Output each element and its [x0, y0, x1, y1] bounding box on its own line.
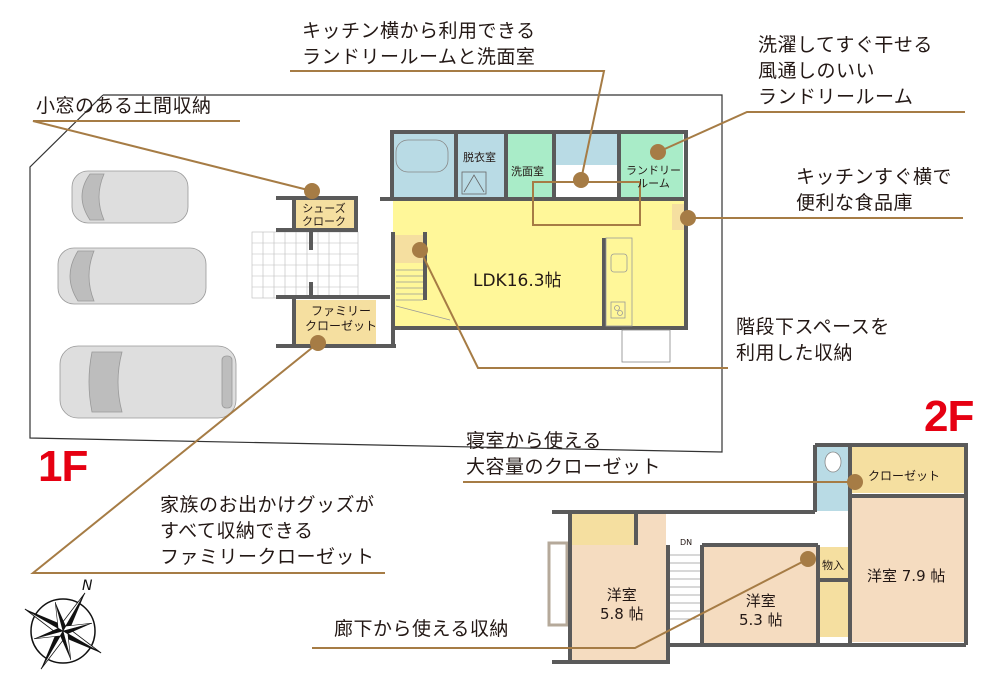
callout-bedroom-closet: 寝室から使える 大容量のクローゼット — [466, 428, 661, 480]
toilet-icon — [824, 451, 842, 473]
room-label-western-58: 洋室 5.8 帖 — [600, 586, 644, 624]
room-label-shoe-cloak: シューズ クローク — [302, 202, 346, 228]
closet-2f-area — [851, 447, 965, 493]
callout-line: 廊下から使える収納 — [334, 618, 509, 640]
room-label-shoe-cloak-line1: シューズ — [302, 202, 346, 215]
callout-line: 寝室から使える — [466, 430, 602, 452]
back-door-step — [621, 329, 671, 363]
entrance-tiles — [251, 231, 359, 299]
room-label-laundry-line1: ランドリー — [626, 164, 681, 177]
bathtub-icon — [395, 139, 449, 173]
car-icon — [59, 345, 237, 419]
room-label-laundry: ランドリー ルーム — [626, 164, 681, 190]
callout-line: すべて収納できる — [160, 520, 314, 542]
compass-north-label: N — [82, 578, 93, 594]
room-label-laundry-line2: ルーム — [637, 177, 670, 190]
callout-line: キッチン横から利用できる — [302, 20, 536, 42]
dressing-area — [456, 133, 506, 198]
room-label-ldk: LDK16.3帖 — [473, 271, 562, 291]
bedroom-79-area — [851, 497, 967, 642]
laundry-area — [619, 133, 683, 198]
room-label-family-closet-line1: ファミリー — [311, 304, 372, 318]
stairs-dn-label: DN — [680, 538, 693, 547]
floor-label-2f: 2F — [924, 392, 974, 441]
room-label-family-closet-line2: クローゼット — [305, 319, 378, 333]
callout-line: キッチンすぐ横で — [796, 166, 953, 188]
washer-icon — [461, 171, 487, 195]
callout-line: 洗濯してすぐ干せる — [758, 34, 933, 56]
balcony — [547, 541, 569, 627]
room-label-western-53-line2: 5.3 帖 — [739, 611, 783, 629]
callout-doma-storage: 小窓のある土間収納 — [36, 93, 212, 119]
shoe-cloak-area — [296, 200, 354, 230]
callout-line: 便利な食品庫 — [796, 192, 914, 214]
callout-line: ランドリールームと洗面室 — [302, 46, 536, 68]
room-label-western-53: 洋室 5.3 帖 — [739, 592, 783, 630]
room-label-family-closet: ファミリー クローゼット — [305, 304, 377, 334]
callout-laundry-wash: キッチン横から利用できる ランドリールームと洗面室 — [302, 18, 536, 70]
walls-1f — [276, 130, 688, 348]
callout-laundry-room: 洗濯してすぐ干せる 風通しのいい ランドリールーム — [758, 32, 933, 110]
callout-line: 家族のお出かけグッズが — [160, 494, 375, 516]
callout-line: ランドリールーム — [758, 86, 914, 108]
walls-2f — [552, 443, 968, 664]
room-label-2f-closet: クローゼット — [868, 469, 941, 483]
washroom-area — [506, 133, 554, 198]
callout-dots — [304, 144, 863, 567]
floor-label-1f: 1F — [38, 442, 88, 491]
stairs-2f — [670, 554, 700, 620]
room-label-washroom: 洗面室 — [511, 165, 544, 178]
ldk-area — [393, 200, 687, 328]
callout-family-closet: 家族のお出かけグッズが すべて収納できる ファミリークローゼット — [160, 492, 375, 570]
callout-line: 階段下スペースを — [736, 316, 890, 338]
closet-58-area — [572, 513, 634, 545]
callout-hall-storage: 廊下から使える収納 — [334, 616, 509, 642]
callout-line: 利用した収納 — [736, 342, 854, 364]
compass-icon — [24, 592, 102, 670]
room-label-western-58-line1: 洋室 — [606, 586, 637, 604]
room-label-western-53-line1: 洋室 — [745, 592, 776, 610]
callout-line: 大容量のクローゼット — [466, 456, 662, 478]
kitchen-counter — [605, 237, 633, 327]
callout-under-stairs: 階段下スペースを 利用した収納 — [736, 314, 890, 366]
callout-leaders — [30, 70, 965, 649]
callout-line: 風通しのいい — [758, 60, 876, 82]
room-label-western-58-line2: 5.8 帖 — [600, 605, 644, 623]
room-label-shoe-cloak-line2: クローク — [302, 215, 346, 228]
room-label-storage: 物入 — [822, 559, 844, 572]
lot-boundary — [29, 94, 723, 453]
car-icon — [57, 247, 207, 305]
stairs-1f — [395, 269, 451, 321]
car-icon — [71, 170, 189, 224]
callout-pantry: キッチンすぐ横で 便利な食品庫 — [796, 164, 952, 216]
storage-2f-area — [818, 547, 848, 637]
callout-line: ファミリークローゼット — [160, 546, 375, 568]
callout-line: 小窓のある土間収納 — [36, 95, 212, 117]
room-label-western-79: 洋室 7.9 帖 — [867, 567, 946, 585]
room-label-dressing: 脱衣室 — [463, 151, 496, 164]
family-closet-area — [296, 300, 376, 344]
